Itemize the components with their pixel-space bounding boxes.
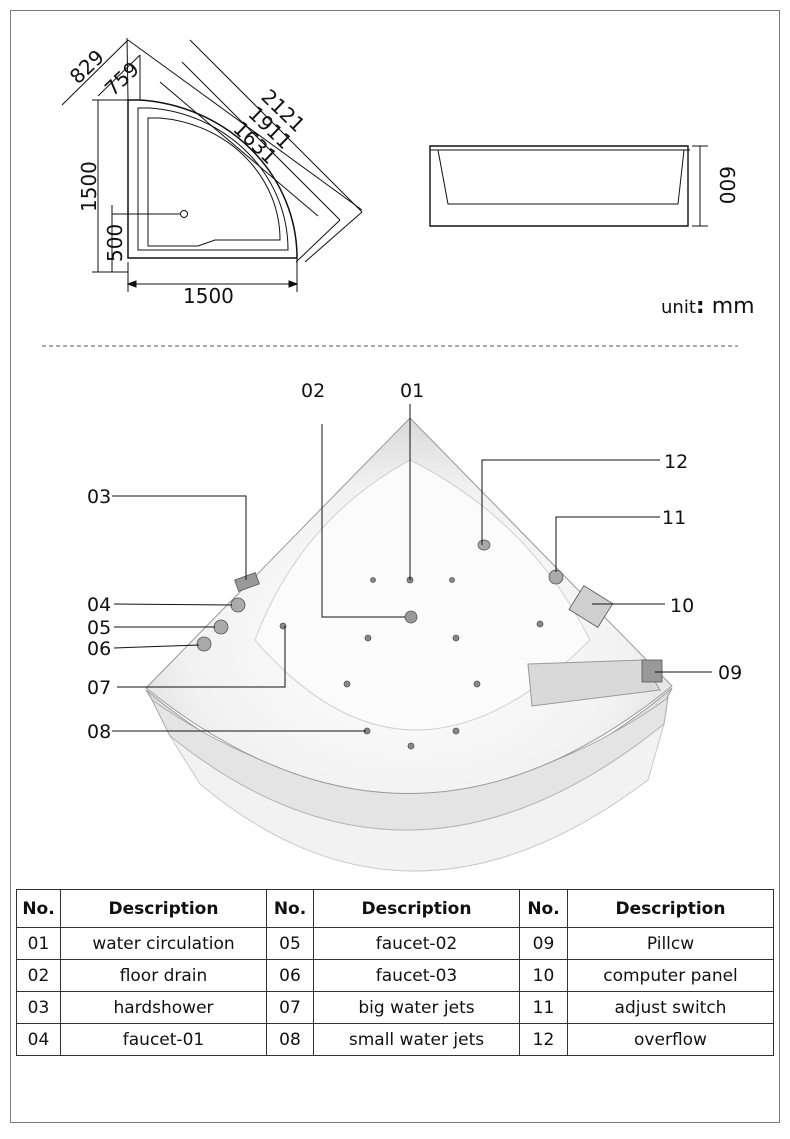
computer-panel-icon	[568, 585, 614, 628]
top-view	[61, 37, 363, 292]
table-cell: faucet-01	[60, 1023, 267, 1056]
dim-1500-horizontal: 1500	[183, 284, 234, 308]
header-description-1: Description	[60, 889, 267, 928]
table-header-row: No. Description No. Description No. Desc…	[16, 889, 774, 928]
tub-basin	[254, 459, 591, 731]
small-water-jet-icon	[473, 680, 481, 688]
table-cell: 06	[266, 959, 314, 992]
table-cell: 02	[16, 959, 61, 992]
callout-05: 05	[87, 617, 111, 639]
small-water-jet-icon	[364, 634, 372, 642]
faucet-02-icon	[213, 619, 229, 635]
callout-02: 02	[301, 380, 325, 402]
dim-1500-vertical: 1500	[77, 161, 101, 212]
header-no-2: No.	[266, 889, 314, 928]
table-cell: 07	[266, 991, 314, 1024]
header-description-2: Description	[313, 889, 520, 928]
overflow-icon	[477, 539, 491, 551]
callout-08: 08	[87, 721, 111, 743]
side-view-outline	[429, 145, 689, 227]
callout-12: 12	[664, 451, 688, 473]
callout-09: 09	[718, 662, 742, 684]
table-cell: faucet-02	[313, 927, 520, 960]
table-cell: computer panel	[567, 959, 774, 992]
small-water-jet-icon	[452, 634, 460, 642]
table-cell: hardshower	[60, 991, 267, 1024]
table-cell: 03	[16, 991, 61, 1024]
header-description-3: Description	[567, 889, 774, 928]
callout-10: 10	[670, 595, 694, 617]
table-cell: 12	[519, 1023, 568, 1056]
table-cell: 11	[519, 991, 568, 1024]
small-water-jet-icon	[452, 727, 460, 735]
small-water-jet-icon	[449, 577, 455, 583]
header-no-1: No.	[16, 889, 61, 928]
table-row: 01 water circulation 05 faucet-02 09 Pil…	[16, 927, 774, 960]
unit-colon: :	[695, 294, 705, 319]
small-water-jet-icon	[343, 680, 351, 688]
drain-icon	[180, 210, 188, 218]
table-cell: 10	[519, 959, 568, 992]
side-view-basin	[437, 149, 685, 205]
table-cell: big water jets	[313, 991, 520, 1024]
top-view-basin	[147, 117, 281, 247]
small-water-jet-icon	[407, 742, 415, 750]
technical-drawing: 829 759 2121 1911 1631 1500 500 1500 600	[42, 37, 742, 872]
table-cell: Pillcw	[567, 927, 774, 960]
small-water-jet-icon	[370, 577, 376, 583]
table-cell: floor drain	[60, 959, 267, 992]
table-cell: water circulation	[60, 927, 267, 960]
table-cell: faucet-03	[313, 959, 520, 992]
unit-word: unit	[661, 297, 696, 318]
callout-03: 03	[87, 486, 111, 508]
table-row: 03 hardshower 07 big water jets 11 adjus…	[16, 991, 774, 1024]
callout-01: 01	[400, 380, 424, 402]
leader-lines	[112, 404, 712, 732]
floor-drain-icon	[404, 610, 418, 624]
table-row: 04 faucet-01 08 small water jets 12 over…	[16, 1023, 774, 1056]
top-view-inner-rim	[137, 107, 289, 251]
table-cell: 04	[16, 1023, 61, 1056]
table-cell: 05	[266, 927, 314, 960]
dim-500: 500	[103, 224, 127, 262]
adjust-switch-icon	[548, 569, 564, 585]
table-cell: 09	[519, 927, 568, 960]
callout-04: 04	[87, 594, 111, 616]
table-cell: small water jets	[313, 1023, 520, 1056]
unit-value: mm	[711, 294, 755, 319]
pillow-handle-icon	[641, 659, 663, 683]
big-water-jet-icon	[536, 620, 544, 628]
table-cell: 08	[266, 1023, 314, 1056]
table-row: 02 floor drain 06 faucet-03 10 computer …	[16, 959, 774, 992]
callout-07: 07	[87, 677, 111, 699]
page-frame	[10, 10, 780, 1123]
table-cell: 01	[16, 927, 61, 960]
unit-label: unit: mm	[661, 294, 755, 319]
pillow	[527, 659, 661, 707]
table-cell: adjust switch	[567, 991, 774, 1024]
table-cell: overflow	[567, 1023, 774, 1056]
parts-table: No. Description No. Description No. Desc…	[16, 889, 774, 1056]
faucet-01-icon	[230, 597, 246, 613]
faucet-03-icon	[196, 636, 212, 652]
top-view-outline	[127, 99, 298, 259]
side-view	[429, 145, 708, 227]
dim-600: 600	[715, 166, 739, 204]
header-no-3: No.	[519, 889, 568, 928]
callout-06: 06	[87, 638, 111, 660]
callout-11: 11	[662, 507, 686, 529]
hardshower-icon	[234, 572, 260, 592]
bathtub-illustration	[145, 417, 673, 872]
